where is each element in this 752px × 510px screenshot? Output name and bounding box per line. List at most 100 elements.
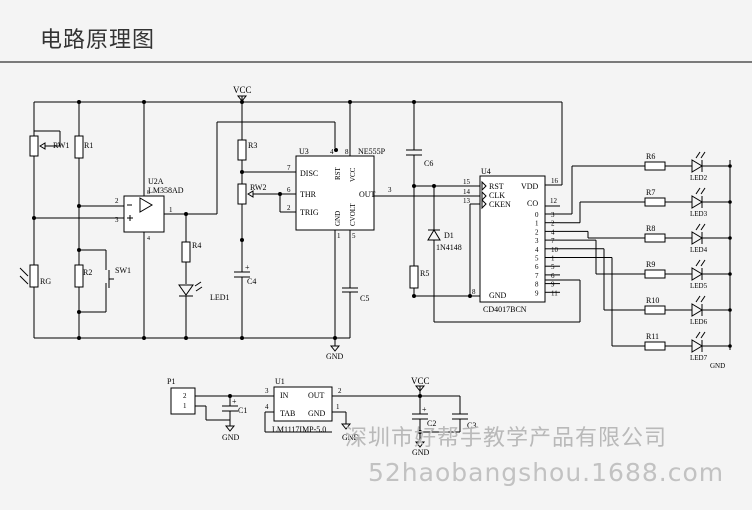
u4-pin-gnd: 8 bbox=[472, 288, 476, 296]
u3-pin-gnd: 1 bbox=[337, 232, 341, 240]
watermark-company: 深圳市好帮手教学产品有限公司 bbox=[345, 426, 668, 451]
u4-output-4-pin: 10 bbox=[551, 246, 559, 254]
u3-ne555-chip bbox=[295, 102, 470, 338]
u4-output-9-label: 9 bbox=[535, 289, 539, 297]
led-light-ray bbox=[700, 331, 706, 339]
u3-disc-label: DISC bbox=[300, 169, 318, 178]
r5-label: R5 bbox=[420, 269, 429, 278]
u3-pin-disc: 7 bbox=[287, 164, 291, 172]
u4-output-3-pin: 7 bbox=[551, 237, 555, 245]
u3-label: U3 bbox=[299, 147, 309, 156]
u2-pin-g: 4 bbox=[147, 236, 150, 242]
vcc-label: VCC bbox=[233, 85, 252, 95]
u4-output-6-label: 6 bbox=[535, 263, 539, 271]
u1-pin-gnd: 1 bbox=[336, 403, 340, 411]
u1-label: U1 bbox=[275, 377, 285, 386]
u4-pin-rst: 15 bbox=[463, 178, 471, 186]
led1-icon bbox=[178, 281, 203, 338]
u4-output-3-label: 3 bbox=[535, 237, 539, 245]
u2a-opamp bbox=[118, 102, 336, 338]
led2-icon bbox=[691, 159, 703, 173]
u1-gnd-label: GND bbox=[308, 409, 326, 418]
p1-label: P1 bbox=[167, 377, 175, 386]
lm1117-label: LM1117IMP-5.0 bbox=[272, 425, 326, 434]
u4-output-8-pin: 9 bbox=[551, 281, 555, 289]
u4-output-2-label: 2 bbox=[535, 228, 539, 236]
rg-photoresistor bbox=[19, 264, 39, 338]
u3-trig-label: TRIG bbox=[300, 208, 319, 217]
c2-gnd-label: GND bbox=[412, 448, 430, 457]
r10-label: R10 bbox=[646, 296, 659, 305]
u4-output-0-label: 0 bbox=[535, 211, 539, 219]
u4-output-7-pin: 6 bbox=[551, 272, 555, 280]
p1-pin1: 1 bbox=[183, 402, 187, 410]
u4-output-5-label: 5 bbox=[535, 255, 539, 263]
r3-resistor bbox=[237, 102, 296, 184]
rw1-potentiometer bbox=[29, 102, 61, 265]
u4-vdd-label: VDD bbox=[521, 182, 539, 191]
r1-label: R1 bbox=[84, 141, 93, 150]
u1-regulator bbox=[264, 386, 460, 433]
u4-cken-label: CKEN bbox=[489, 200, 511, 209]
led3-label: LED3 bbox=[690, 210, 708, 218]
d1-label: D1 bbox=[444, 231, 454, 240]
led-light-ray bbox=[695, 187, 701, 195]
led4-icon bbox=[691, 231, 703, 245]
watermark-url: 52haobangshou.1688.com bbox=[368, 458, 725, 487]
r7-resistor bbox=[644, 197, 666, 207]
junction-dot bbox=[728, 200, 732, 204]
c4-plus: + bbox=[245, 263, 250, 272]
cd4017-label: CD4017BCN bbox=[483, 305, 527, 314]
vcc-bottom-label: VCC bbox=[411, 376, 430, 386]
p1-gnd-label: GND bbox=[222, 433, 240, 442]
r9-label: R9 bbox=[646, 260, 655, 269]
u3-pin-thr: 6 bbox=[287, 186, 291, 194]
u4-output-5-pin: 1 bbox=[551, 255, 555, 263]
led-light-ray bbox=[695, 223, 701, 231]
led-light-ray bbox=[700, 259, 706, 267]
c2-label: C2 bbox=[427, 419, 436, 428]
c6-label: C6 bbox=[424, 159, 433, 168]
c3-label: C3 bbox=[467, 421, 476, 430]
u4-co-label: CO bbox=[527, 199, 538, 208]
c2-plus: + bbox=[422, 405, 427, 414]
lm358-label: LM358AD bbox=[148, 186, 184, 195]
u4-pin-co: 12 bbox=[550, 197, 558, 205]
u3-pin-trig: 2 bbox=[287, 204, 291, 212]
led3-icon bbox=[691, 195, 703, 209]
u4-pin-vdd: 16 bbox=[551, 177, 559, 185]
u4-clk-label: CLK bbox=[489, 191, 505, 200]
r9-resistor bbox=[644, 269, 666, 279]
junction-dot bbox=[728, 308, 732, 312]
u3-pin-vcc: 8 bbox=[345, 148, 349, 156]
u3-out-label: OUT bbox=[359, 190, 376, 199]
led-bank-gnd-label: GND bbox=[710, 362, 725, 370]
u4-label: U4 bbox=[481, 167, 491, 176]
d1-part-label: 1N4148 bbox=[436, 243, 462, 252]
u3-pin-out: 3 bbox=[388, 186, 392, 194]
u4-pin-clk: 14 bbox=[463, 188, 471, 196]
p1-connector bbox=[170, 387, 265, 432]
u2-pin-v: 8 bbox=[147, 190, 150, 196]
rw1-label: RW1 bbox=[53, 141, 69, 150]
led-light-ray bbox=[700, 295, 706, 303]
c1-capacitor bbox=[222, 396, 238, 420]
r1-resistor bbox=[74, 102, 84, 265]
u2-pin-minus: 2 bbox=[115, 197, 119, 205]
u1-gnd-net-label: GND bbox=[342, 433, 360, 442]
c1-label: C1 bbox=[238, 406, 247, 415]
ne555-label: NE555P bbox=[358, 147, 386, 156]
c4-label: C4 bbox=[247, 277, 256, 286]
gnd-label: GND bbox=[326, 352, 344, 361]
led6-label: LED6 bbox=[690, 318, 708, 326]
u1-out-label: OUT bbox=[308, 391, 325, 400]
led-light-ray bbox=[695, 331, 701, 339]
c6-capacitor bbox=[406, 102, 470, 266]
u1-pin-out: 2 bbox=[338, 387, 342, 395]
u4-cd4017-chip bbox=[434, 175, 581, 323]
bottom-rail bbox=[34, 336, 350, 352]
junction-dot bbox=[728, 236, 732, 240]
u4-output-4-label: 4 bbox=[535, 246, 539, 254]
